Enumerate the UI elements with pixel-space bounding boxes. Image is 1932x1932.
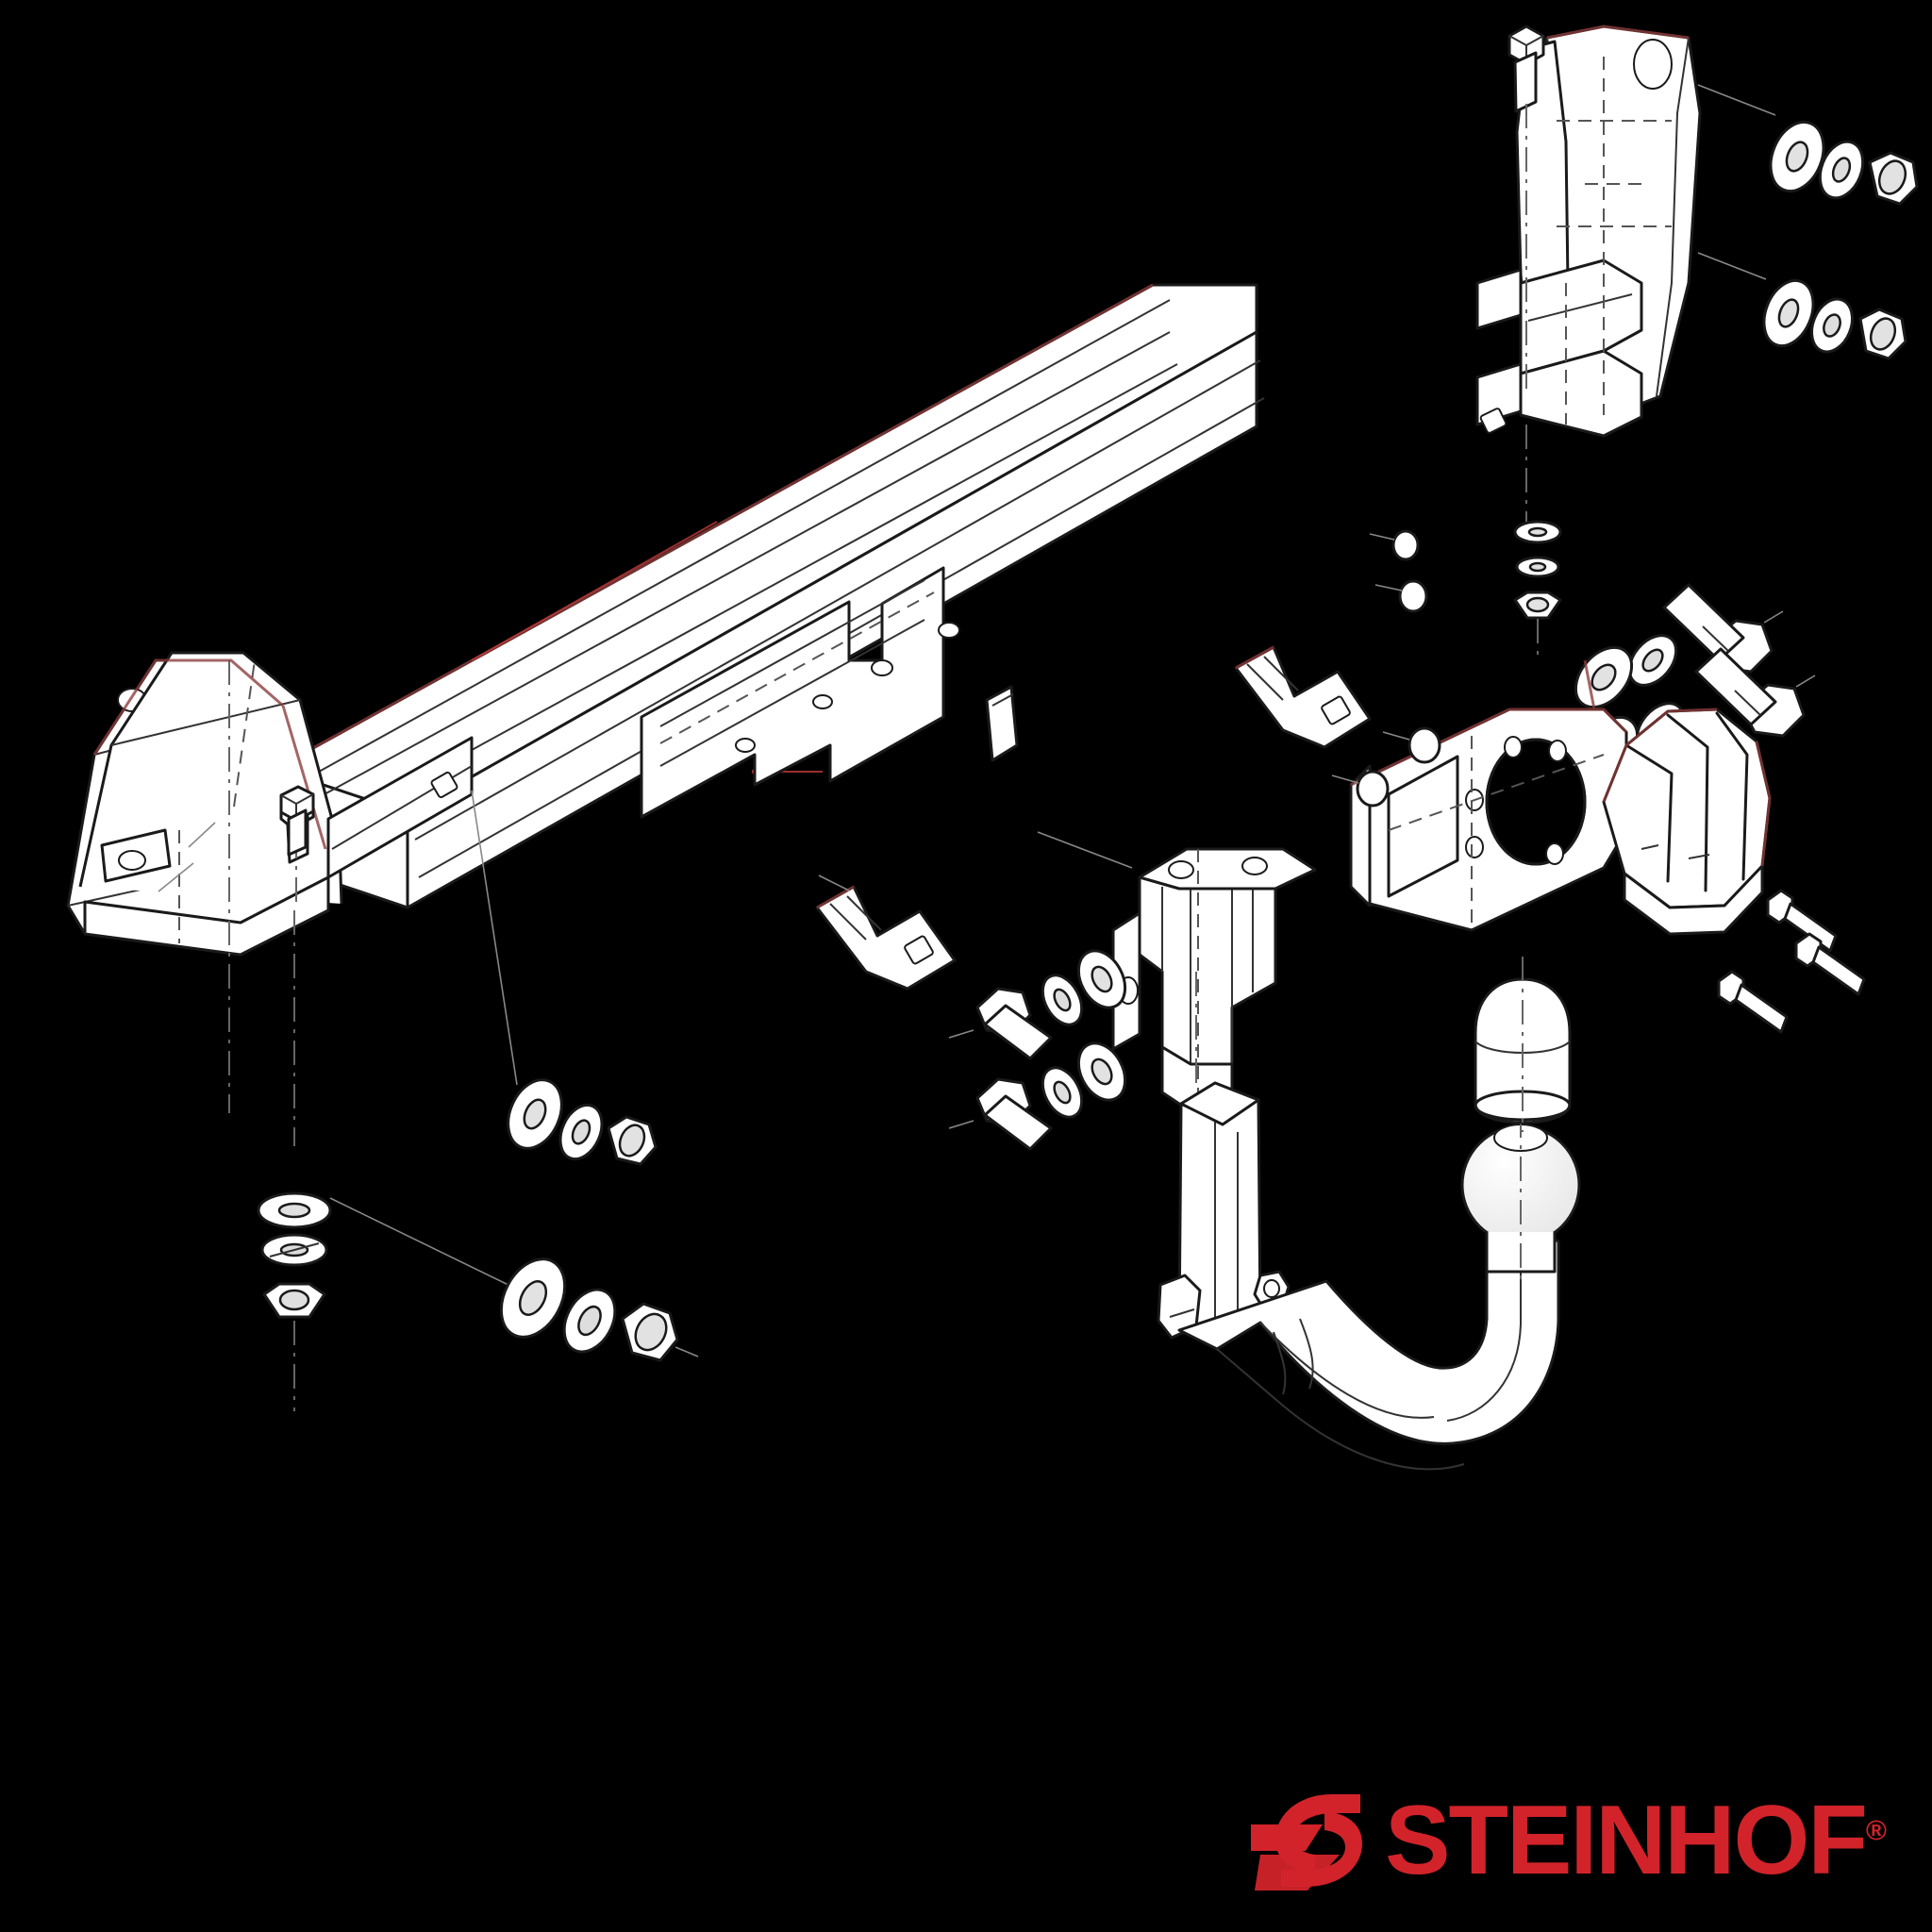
assembly-lead-lines: [818, 831, 1197, 1085]
tow-ball: [1460, 1113, 1581, 1283]
left-upper-bolt: [279, 785, 315, 857]
steinhof-logo: STEINHOF®: [1249, 1789, 1887, 1892]
spring-washer-icon: [1810, 297, 1854, 354]
spring-washer-icon: [1041, 1066, 1084, 1119]
steinhof-wordmark: STEINHOF®: [1385, 1791, 1887, 1890]
spring-washer-icon: [1515, 556, 1560, 578]
screw-icon: [1794, 932, 1866, 996]
receiver-bolt-set-lower: [948, 1041, 1127, 1151]
left-mounting-bracket: [66, 651, 343, 1113]
beam-under-tab-left: [815, 885, 957, 991]
hex-nut-icon: [1868, 151, 1919, 206]
ball-receiver-housing: [1111, 847, 1317, 1245]
hex-nut-icon: [607, 1115, 658, 1166]
hex-bolt-icon: [948, 987, 1053, 1060]
spring-washer-icon: [558, 1103, 604, 1161]
left-lower-hardware-set: [329, 1197, 699, 1362]
hex-bolt-icon: [1331, 770, 1390, 808]
registered-mark: ®: [1865, 1815, 1887, 1847]
spring-washer-icon: [1818, 140, 1865, 200]
flat-washer-icon: [1513, 520, 1562, 544]
hex-nut-icon: [1513, 591, 1562, 620]
spring-washer-icon: [260, 1233, 328, 1267]
hex-nut-icon: [621, 1302, 699, 1362]
hex-bolt-icon: [1694, 647, 1816, 738]
receiver-bolt-set-upper: [948, 949, 1127, 1060]
right-bracket-bolt: [1507, 25, 1545, 396]
beam-under-tab-right: [1234, 645, 1372, 749]
electrical-socket: [1602, 708, 1772, 936]
socket-retaining-screws: [1717, 889, 1866, 1034]
right-upper-hardware-1: [1697, 84, 1919, 206]
ball-protective-cap: [1474, 957, 1572, 1132]
flat-washer-icon: [1076, 949, 1127, 1009]
hex-bolt-icon: [1382, 726, 1441, 764]
flat-washer-icon: [499, 1257, 567, 1339]
flat-washer-icon: [1769, 120, 1825, 193]
brand-name: STEINHOF: [1385, 1786, 1868, 1895]
detachable-ball-neck: [1157, 1034, 1560, 1471]
socket-bolt-set-upper: [1574, 583, 1784, 710]
center-mount-plate: [640, 566, 960, 819]
spring-washer-icon: [562, 1288, 617, 1354]
spring-washer-icon: [1041, 974, 1084, 1026]
socket-plate-corner-bolts: [1331, 529, 1441, 808]
steinhof-s-swoosh-icon: [1249, 1789, 1391, 1892]
hex-nut-icon: [1858, 308, 1907, 360]
hex-bolt-icon: [1369, 529, 1420, 561]
hex-bolt-icon: [948, 1077, 1053, 1151]
socket-mounting-plate: [1349, 708, 1628, 932]
flat-washer-icon: [507, 1078, 563, 1150]
right-mounting-bracket: [1475, 25, 1702, 438]
flat-washer-icon: [257, 1191, 332, 1229]
spring-washer-icon: [1627, 634, 1678, 687]
left-hardware-stack-vertical: [257, 910, 332, 1411]
screw-icon: [1717, 970, 1789, 1034]
right-bracket-vertical-hardware: [1513, 425, 1562, 660]
beam-small-tab: [985, 685, 1019, 762]
left-mid-hardware-set: [471, 790, 658, 1166]
right-upper-hardware-2: [1697, 252, 1907, 360]
hex-nut-icon: [262, 1282, 326, 1319]
flat-washer-icon: [1076, 1041, 1127, 1102]
screw-icon: [1766, 889, 1838, 953]
hex-bolt-icon: [1374, 579, 1428, 613]
flat-washer-icon: [1762, 278, 1815, 348]
